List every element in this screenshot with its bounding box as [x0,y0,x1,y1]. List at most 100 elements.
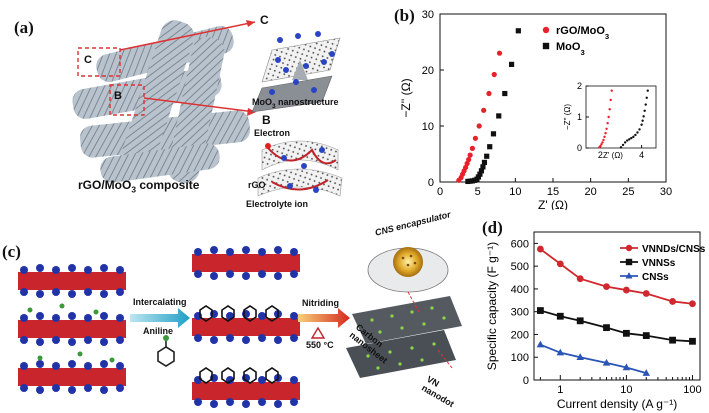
nitriding-label: Nitriding [302,298,339,308]
data-point [642,369,651,376]
inset-b-transport [257,140,343,197]
inset-y-tick-label: 1 [577,112,582,122]
intercalating-label: Intercalating [133,297,187,307]
synthesis-schematic [18,246,462,408]
y-tick-label: 100 [511,352,529,364]
x-tick-label: 20 [585,186,597,198]
y-axis-label: Specific capacity (F g⁻¹) [485,242,499,370]
data-point [669,336,676,344]
data-point [576,353,584,360]
inset-y-tick-label: 0 [577,143,582,153]
y-tick-label: 400 [511,284,529,296]
data-point [669,298,676,305]
y-tick-label: 20 [422,65,434,77]
series-moo3 [465,28,521,185]
callout-arrow-c [119,21,256,51]
data-point [476,123,482,129]
y-tick-label: 200 [511,329,529,341]
composite-caption: rGO/MoO3 composite [78,178,200,195]
inset-data-point [602,138,605,142]
x-tick-label: 10 [620,384,632,396]
inset-x-axis-label: Z' (Ω) [603,151,623,160]
series-cnss [536,340,651,376]
data-point [487,144,493,150]
cns-encapsulated-nanodot [367,247,449,315]
series-rgo-moo3 [456,50,503,183]
inset-b-rgo-label: rGO [248,180,266,190]
data-point [480,164,486,170]
inset-data-point [644,103,647,106]
inset-c-caption: MoO3 nanostructure [252,97,339,110]
data-point [603,283,610,291]
series-line [540,343,647,375]
data-point [515,28,521,34]
inset-data-point [603,135,606,139]
inset-data-point [621,143,625,147]
legend-label: VNNSs [642,258,676,269]
data-point [622,329,630,337]
panel-a: (a) [0,0,350,210]
data-point [463,164,469,171]
x-tick-label: 15 [547,186,559,198]
x-axis-label: Z' (Ω) [538,198,568,210]
callout-c-label: C [260,13,269,27]
data-point [466,157,472,163]
inset-y-tick-label: 2 [577,81,582,91]
data-point [496,113,502,119]
plot-frame [533,231,701,381]
y-tick-label: 30 [422,9,434,21]
data-point [467,152,473,158]
inset-x-tick-label: 2 [598,150,603,160]
data-point [491,71,497,78]
inset-data-point [625,139,629,142]
data-point [689,300,696,308]
intercalated-structure [192,246,300,408]
panel-b-label: (b) [394,6,415,25]
panel-c: (c) [0,209,470,413]
aniline-molecule [157,340,175,367]
inset-data-point [636,131,639,134]
data-point [622,286,630,294]
data-point [469,145,475,151]
inset-b-electron-label: Electron [254,128,291,138]
x-tick-label: 1 [557,384,563,396]
data-point [536,340,545,348]
composite-bundles [72,20,251,184]
legend-marker [625,272,633,279]
box-c-label: C [84,54,92,66]
legend-marker [542,26,550,34]
x-tick-label: 25 [622,186,634,198]
data-point [477,171,483,177]
inset-data-point [646,89,649,92]
inset-series-moo3 [619,89,649,149]
callout-arrow-b [143,97,256,113]
data-point [642,332,650,339]
legend-label: MoO3 [556,41,585,57]
data-point [537,245,544,253]
panel-d-label: (d) [482,218,503,237]
inset-data-point [619,146,623,149]
series-vnnds-cnss [537,245,696,308]
inset-data-point [610,89,613,92]
inset-data-point [599,144,602,148]
legend-label: CNSs [642,272,669,283]
inset-data-point [642,115,645,118]
data-point [556,260,564,268]
inset-y-axis-label: −Z'' (Ω) [563,104,572,130]
inset-data-point [628,138,631,141]
series-line [539,248,693,305]
data-point [496,50,503,56]
inset-data-point [641,119,644,122]
rgo-moo3-schematic [72,20,343,197]
inset-b-ion-label: Electrolyte ion [246,199,309,209]
nitriding-arrow [298,308,350,328]
inset-data-point [608,108,611,111]
x-tick-label: 10 [509,186,521,198]
x-tick-label: 5 [475,186,481,198]
inset-series-rgo-moo3 [598,89,613,149]
legend-marker [542,42,550,50]
data-point [475,174,482,180]
